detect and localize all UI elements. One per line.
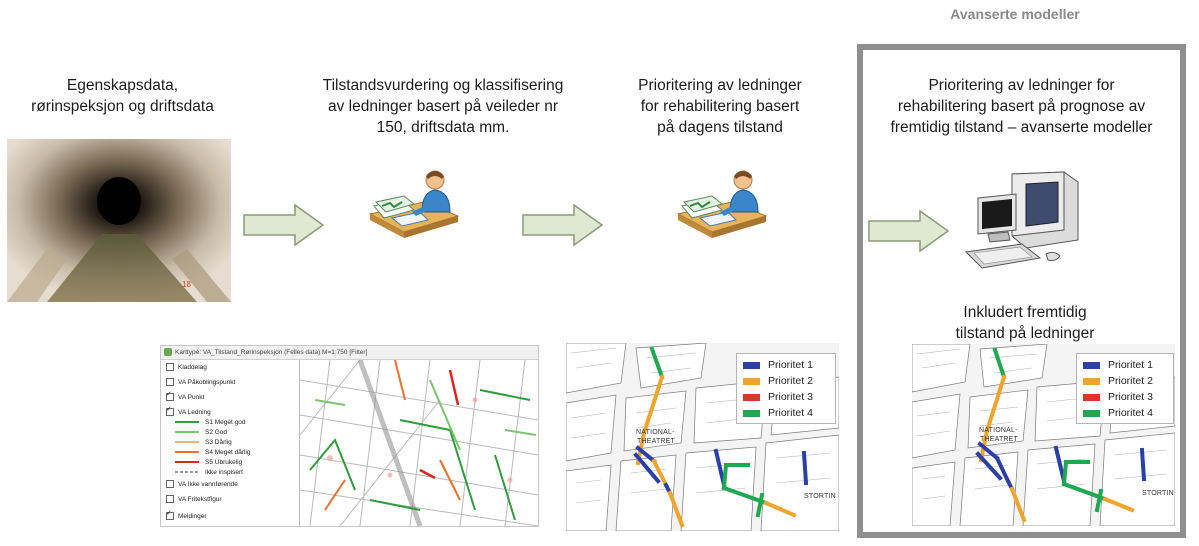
stage-1-text: Egenskapsdata, rørinspeksjon og driftsda…: [31, 77, 214, 115]
map-type-icon: [164, 348, 172, 357]
priority-legend: Prioritet 1 Prioritet 2 Prioritet 3 Prio…: [736, 353, 836, 424]
legend-class: S2 God: [175, 428, 227, 438]
layer-item[interactable]: VA Ledning: [166, 405, 211, 418]
priority-map-current: NATIONAL- THEATRET STORTIN Prioritet 1 P…: [566, 343, 839, 531]
arrow-icon: [868, 209, 950, 253]
checkbox-icon[interactable]: [166, 495, 174, 504]
advanced-models-title: Avanserte modeller: [950, 6, 1080, 22]
legend-swatch-icon: [743, 409, 760, 417]
legend-entry: Prioritet 1: [1083, 357, 1167, 373]
priority-map-future: NATIONAL- THEATRET STORTIN Prioritet 1 P…: [912, 344, 1175, 526]
legend-swatch-icon: [743, 377, 760, 385]
map-label-theatret: THEATRET: [637, 438, 676, 445]
legend-class: S3 Dårlig: [175, 438, 232, 448]
legend-class: S4 Meget dårlig: [175, 448, 251, 458]
map-label-stortin: STORTIN: [804, 493, 836, 500]
person-at-desk-icon: [368, 170, 460, 238]
gis-window-title: Karttype: VA_Tilstand_Rørinspeksjon (Fel…: [161, 346, 538, 360]
checkbox-icon[interactable]: [166, 363, 174, 372]
legend-swatch-icon: [743, 393, 760, 401]
legend-entry: Prioritet 4: [743, 405, 829, 421]
advanced-models-frame: [857, 44, 1186, 538]
stage-3-text: Prioritering av ledninger for rehabilite…: [638, 77, 802, 136]
legend-class: S5 Ubrukelig: [175, 458, 242, 468]
layer-item[interactable]: VA Ikke vannførende: [166, 480, 238, 490]
layer-item[interactable]: Kladdelag: [166, 363, 207, 373]
checkbox-icon[interactable]: [166, 378, 174, 387]
layer-item[interactable]: VA Påkoblingspunkt: [166, 378, 235, 388]
gis-pipe-map: [300, 360, 538, 526]
arrow-icon: [243, 203, 325, 247]
layer-item[interactable]: Meldinger: [166, 509, 207, 522]
legend-line-icon: [175, 431, 199, 434]
sewer-pipe-photo: 18: [7, 139, 231, 302]
legend-swatch-icon: [1083, 361, 1100, 369]
priority-legend: Prioritet 1 Prioritet 2 Prioritet 3 Prio…: [1076, 353, 1174, 424]
legend-swatch-icon: [1083, 377, 1100, 385]
checkbox-icon[interactable]: [166, 405, 174, 417]
legend-entry: Prioritet 2: [743, 373, 829, 389]
legend-entry: Prioritet 2: [1083, 373, 1167, 389]
legend-swatch-icon: [743, 361, 760, 369]
layer-item[interactable]: VA Punkt: [166, 390, 204, 403]
layer-panel: Kladdelag VA Påkoblingspunkt VA Punkt VA…: [161, 360, 300, 526]
checkbox-icon[interactable]: [166, 480, 174, 489]
photo-stamp: 18: [182, 280, 191, 289]
map-label-national: NATIONAL-: [979, 427, 1018, 434]
legend-entry: Prioritet 3: [1083, 389, 1167, 405]
legend-class: Ikke inspisert: [175, 468, 243, 478]
legend-line-icon: [175, 461, 199, 464]
legend-line-icon: [175, 441, 199, 444]
gis-map-window: Karttype: VA_Tilstand_Rørinspeksjon (Fel…: [160, 345, 539, 527]
future-condition-label: Inkludert fremtidig tilstand på ledninge…: [955, 304, 1095, 342]
legend-class: S1 Meget god: [175, 418, 245, 428]
legend-entry: Prioritet 3: [743, 389, 829, 405]
stage-2-text: Tilstandsvurdering og klassifisering av …: [322, 77, 564, 136]
legend-swatch-icon: [1083, 393, 1100, 401]
checkbox-icon[interactable]: [166, 390, 174, 402]
layer-item[interactable]: VA Fritekstfigur: [166, 495, 222, 505]
legend-entry: Prioritet 4: [1083, 405, 1167, 421]
map-label-theatret: THEATRET: [980, 436, 1019, 443]
legend-swatch-icon: [1083, 409, 1100, 417]
checkbox-icon[interactable]: [166, 509, 174, 521]
map-label-national: NATIONAL-: [636, 429, 675, 436]
legend-line-icon: [175, 471, 199, 474]
legend-line-icon: [175, 421, 199, 424]
map-label-stortin: STORTIN: [1142, 490, 1174, 497]
stage-4-text: Prioritering av ledninger for rehabilite…: [890, 77, 1153, 136]
computer-icon: [964, 171, 1079, 269]
legend-entry: Prioritet 1: [743, 357, 829, 373]
legend-line-icon: [175, 451, 199, 454]
arrow-icon: [522, 203, 604, 247]
person-at-desk-icon: [676, 170, 768, 238]
